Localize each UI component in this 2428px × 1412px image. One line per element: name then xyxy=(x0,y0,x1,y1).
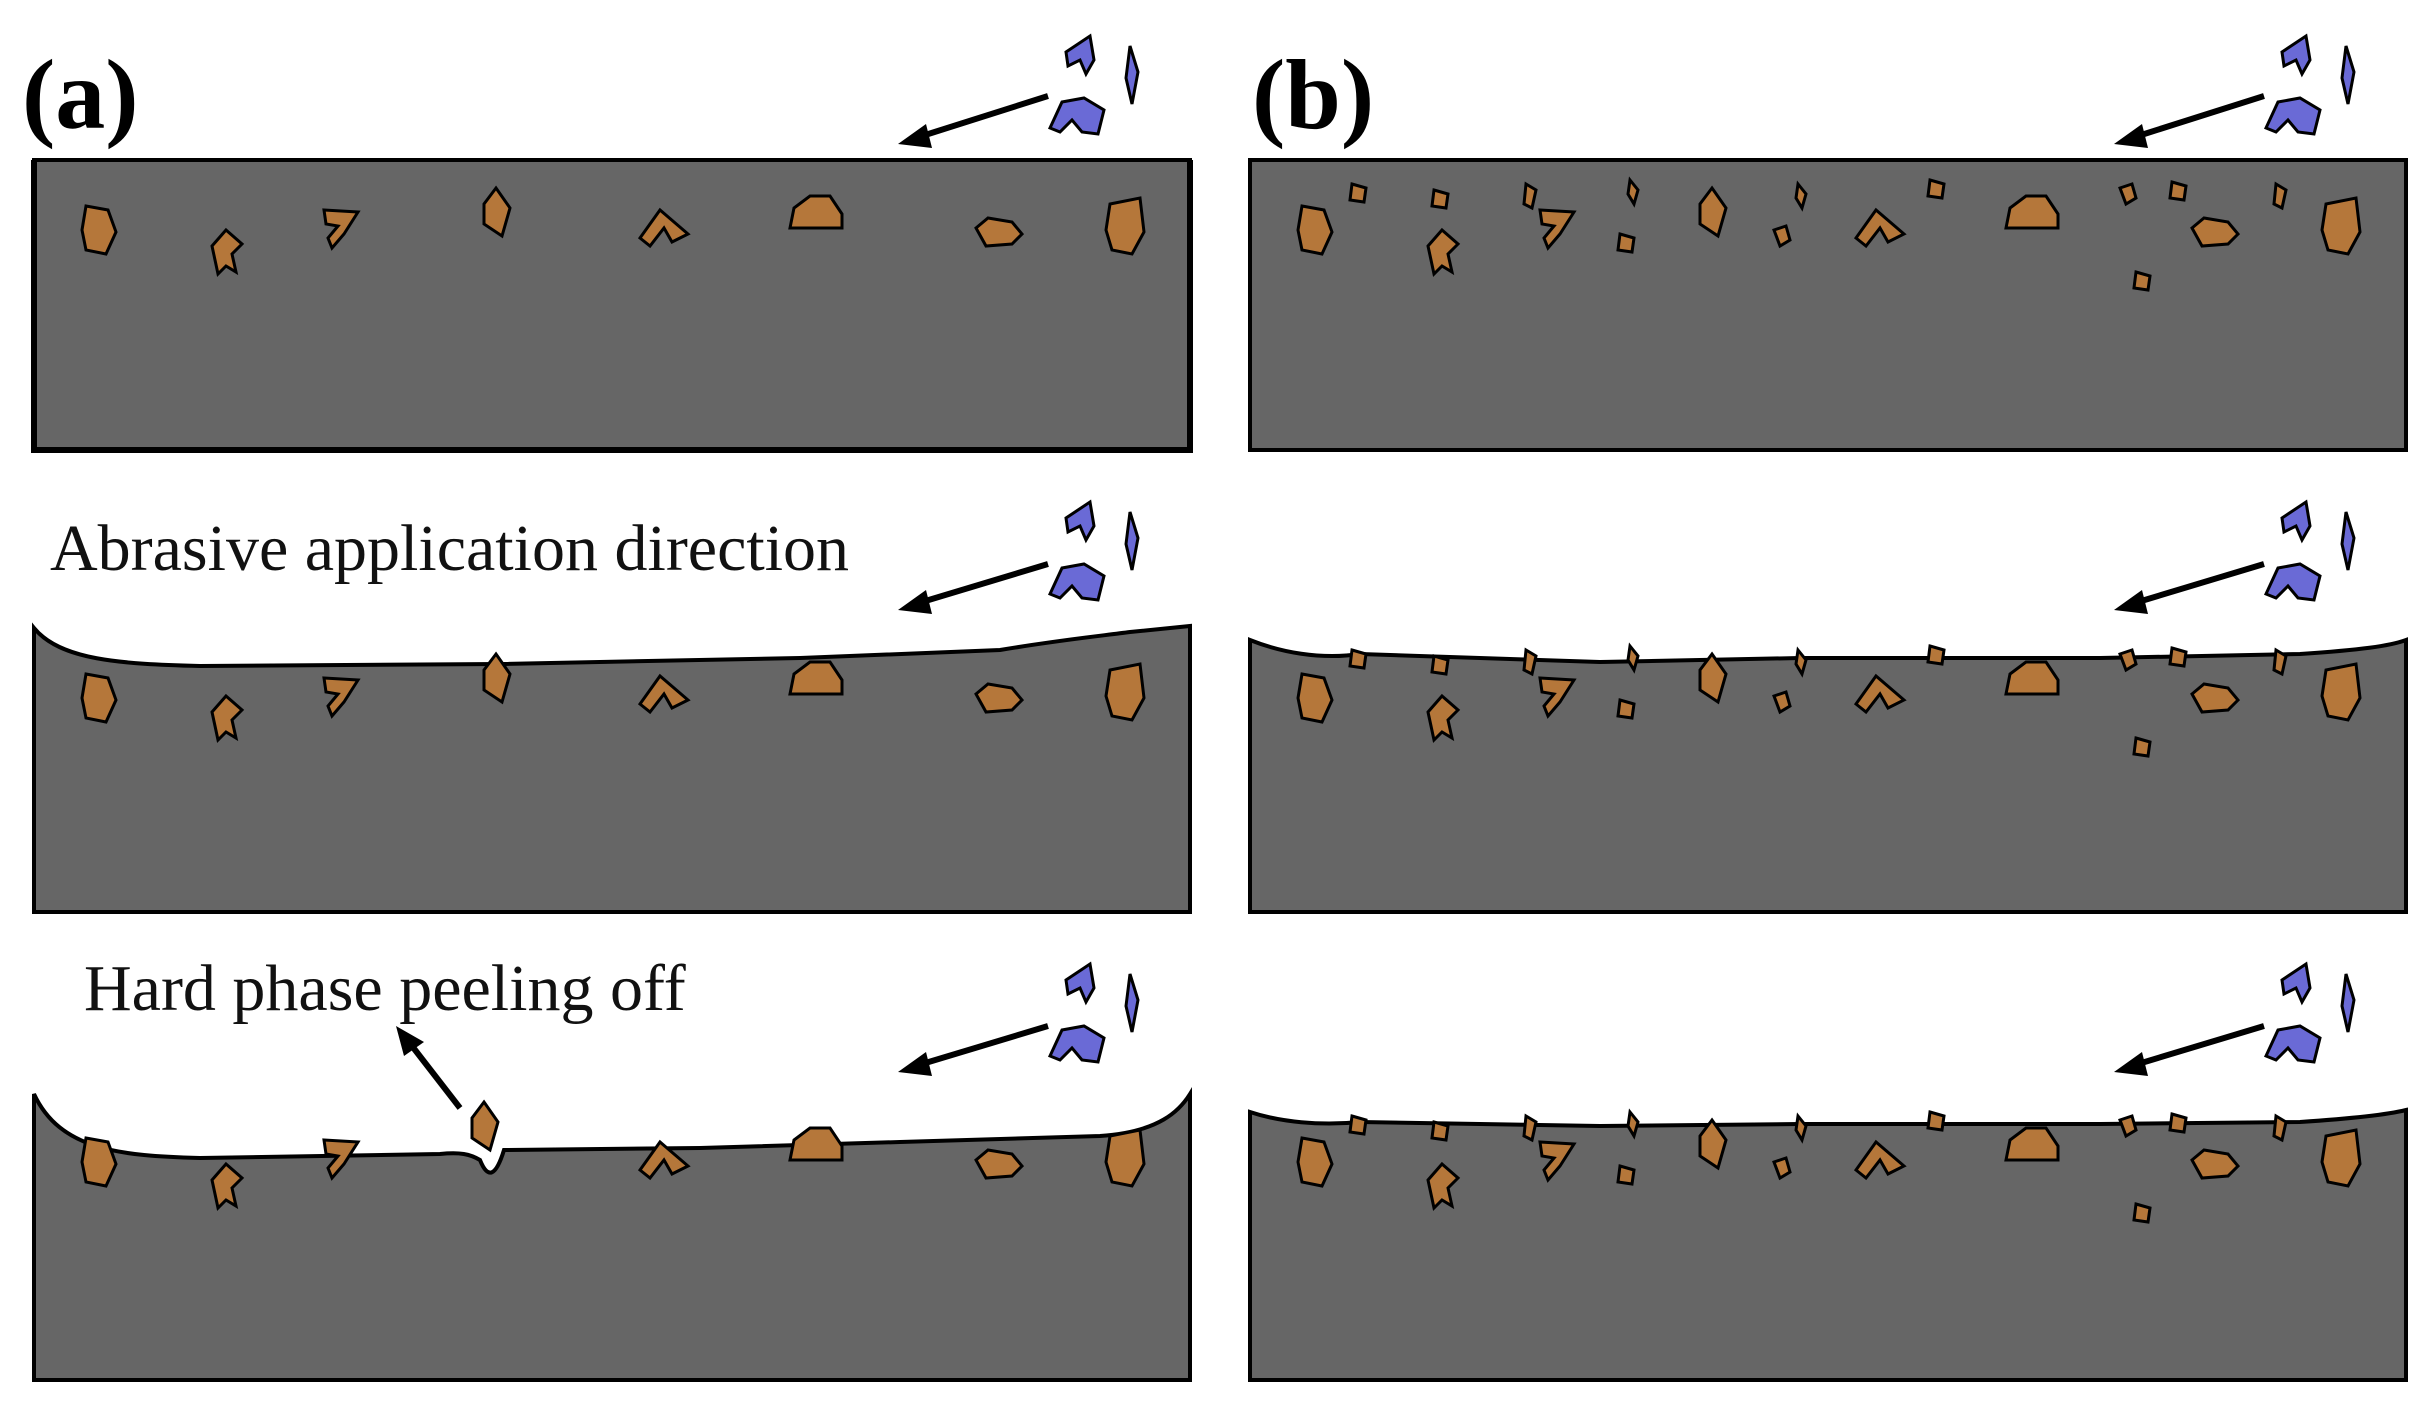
b-abrasive-group-3 xyxy=(2114,962,2356,1076)
a-row2-substrate xyxy=(32,622,1192,914)
a-row1-substrate xyxy=(31,158,1193,453)
panel-b-label: (b) xyxy=(1252,39,1374,150)
column-a: Abrasive application direction Hard phas… xyxy=(31,34,1193,1382)
column-b xyxy=(1248,34,2408,1382)
b-abrasive-group-2 xyxy=(2114,500,2356,614)
b-abrasive-group-1 xyxy=(2114,34,2356,148)
abrasive-direction-label: Abrasive application direction xyxy=(50,512,849,585)
b-row1-substrate xyxy=(1248,158,2408,452)
peeling-arrow xyxy=(396,1026,463,1110)
a-abrasive-group-2 xyxy=(898,500,1140,614)
a-row3-substrate xyxy=(32,1087,1192,1382)
a-abrasive-group-3 xyxy=(898,962,1140,1076)
b-row3-substrate xyxy=(1248,1107,2408,1382)
peeling-hard-phase xyxy=(470,1100,500,1152)
b-row2-substrate xyxy=(1248,637,2408,914)
panel-a-label: (a) xyxy=(22,39,139,150)
a-abrasive-group-1 xyxy=(898,34,1140,148)
hard-phase-peeling-label: Hard phase peeling off xyxy=(84,952,686,1025)
